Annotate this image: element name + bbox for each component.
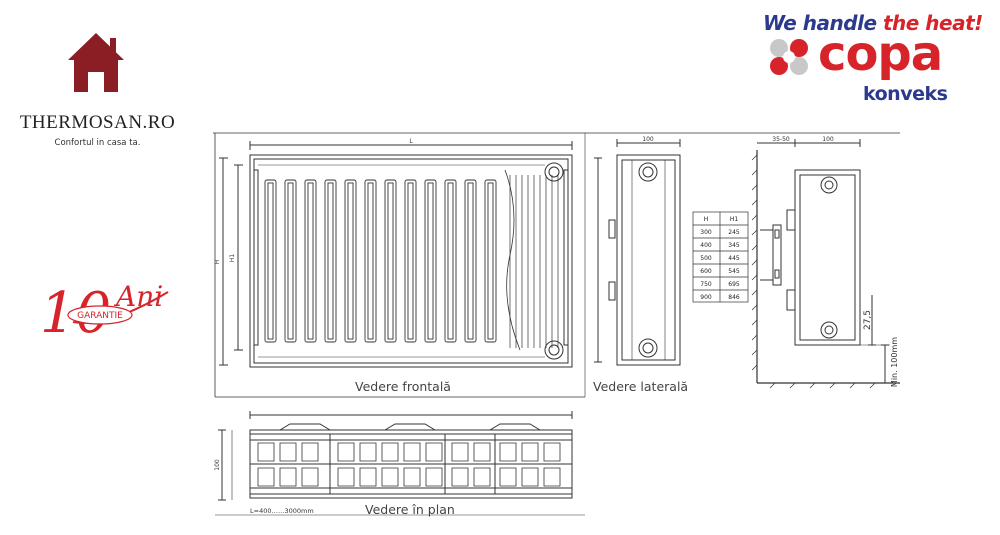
table-cell: 750 — [700, 281, 712, 288]
manufacturer-name: copa — [818, 26, 943, 82]
table-cell: 900 — [700, 294, 712, 301]
table-header: H1 — [730, 216, 739, 223]
plan-view-caption: Vedere în plan — [365, 502, 455, 517]
table-cell: 300 — [700, 229, 712, 236]
wall-dim-offset: 27,5 — [863, 310, 873, 330]
brand-logo — [0, 30, 200, 160]
product-line: konveks — [863, 83, 948, 105]
wall-dim-gap: 35-50 — [772, 136, 790, 143]
wall-mount-view — [751, 139, 900, 389]
table-cell: 345 — [728, 242, 740, 249]
front-dim-length: L — [409, 138, 413, 145]
front-dim-height: H — [214, 260, 221, 265]
warranty-badge: 10 Ani GARANTIE — [38, 270, 198, 346]
warranty-label: GARANTIE — [77, 311, 123, 321]
size-table — [692, 211, 749, 303]
brand-name: THERMOSAN.RO — [19, 112, 176, 133]
size-table-text: H H1 300 245 400 345 500 445 600 545 750… — [700, 216, 740, 301]
side-view — [594, 139, 681, 366]
front-view — [219, 141, 573, 368]
side-dim-depth: 100 — [642, 136, 654, 143]
table-cell: 245 — [728, 229, 740, 236]
slogan-part-2: the heat! — [882, 11, 983, 35]
table-cell: 695 — [728, 281, 740, 288]
table-header: H — [704, 216, 709, 223]
copa-mark-icon — [764, 37, 814, 81]
table-cell: 400 — [700, 242, 712, 249]
wall-dim-depth: 100 — [822, 136, 834, 143]
plan-dim-depth: 100 — [214, 459, 221, 471]
warranty-unit: Ani — [113, 280, 163, 313]
table-cell: 500 — [700, 255, 712, 262]
table-cell: 600 — [700, 268, 712, 275]
brand-tagline: Confortul in casa ta. — [54, 138, 141, 148]
front-dim-h1: H1 — [229, 254, 236, 263]
manufacturer-slogan: We handle the heat! — [763, 11, 983, 35]
table-cell: 846 — [728, 294, 740, 301]
slogan-part-1: We handle — [763, 11, 883, 35]
table-cell: 445 — [728, 255, 740, 262]
plan-view — [218, 411, 573, 501]
wall-dim-floor: Min. 100mm — [890, 337, 899, 387]
side-view-caption: Vedere laterală — [593, 379, 689, 394]
house-icon — [68, 33, 124, 92]
table-cell: 545 — [728, 268, 740, 275]
front-view-caption: Vedere frontală — [355, 379, 451, 394]
plan-length-note: L=400……3000mm — [250, 507, 314, 515]
